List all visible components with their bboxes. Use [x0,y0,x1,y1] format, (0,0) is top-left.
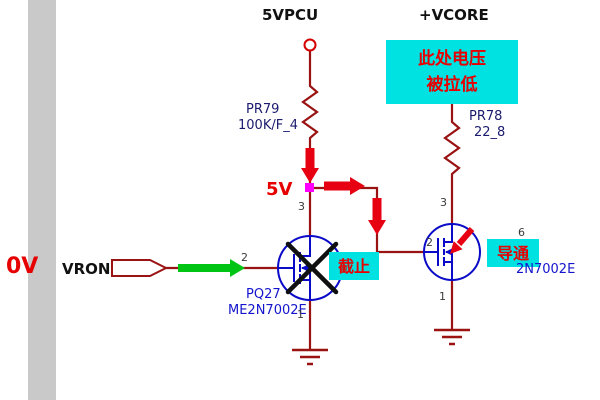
ground-q2 [434,328,470,346]
voltage-note-line1: 此处电压 [418,48,486,69]
q1-state-box [329,252,379,280]
arrow-down-1-head-icon [301,168,319,183]
node-voltage-label: 5V [266,179,293,200]
mosfet-q2-symbol [423,223,481,281]
arrow-green-input-head-icon [230,259,245,277]
wire-r1-pr79 [301,50,319,236]
r2-ref-label: PR78 [469,109,502,124]
ground-q1 [292,348,328,366]
rail-5vpcu-label: 5VPCU [262,6,318,24]
rail-vcore-label: +VCORE [419,6,489,24]
r2-value-label: 22_8 [474,125,505,140]
q2-state-box [487,239,539,267]
q2-pin-gate: 2 [426,236,433,249]
voltage-note-box [386,40,518,104]
q1-pin-gate: 2 [241,251,248,264]
arrow-q2-conduct-head-icon [450,241,463,254]
q1-part-label: ME2N7002E [228,303,307,318]
q2-pin-drain: 3 [440,196,447,209]
q1-state-label: 截止 [338,257,370,276]
vron-connector-icon [111,259,169,277]
q2-pin-source: 1 [439,290,446,303]
r1-value-label: 100K/F_4 [238,118,298,133]
sidebar-strip [28,0,56,400]
wire-r2-pr78 [443,100,461,224]
vron-label: VRON [62,260,110,278]
arrow-right-head-icon [350,177,365,195]
current-flow-arrows [178,148,475,277]
q1-pin-source: 1 [297,308,304,321]
input-level-label: 0V [6,254,38,279]
r1-ref-label: PR79 [246,102,279,117]
power-terminal-icon [303,38,317,52]
arrow-q2-conduct-icon [456,227,475,246]
voltage-note-line2: 被拉低 [427,74,478,95]
q2-state-label: 导通 [497,244,529,263]
cutoff-x-icon [285,241,339,295]
q2-part-label: 2N7002E [516,262,575,277]
node-junction-dot [305,183,314,192]
q1-pin-drain: 3 [298,200,305,213]
arrow-down-2-head-icon [368,220,386,235]
q2-pin-extra: 6 [518,226,525,239]
q1-ref-label: PQ27 [246,287,281,302]
